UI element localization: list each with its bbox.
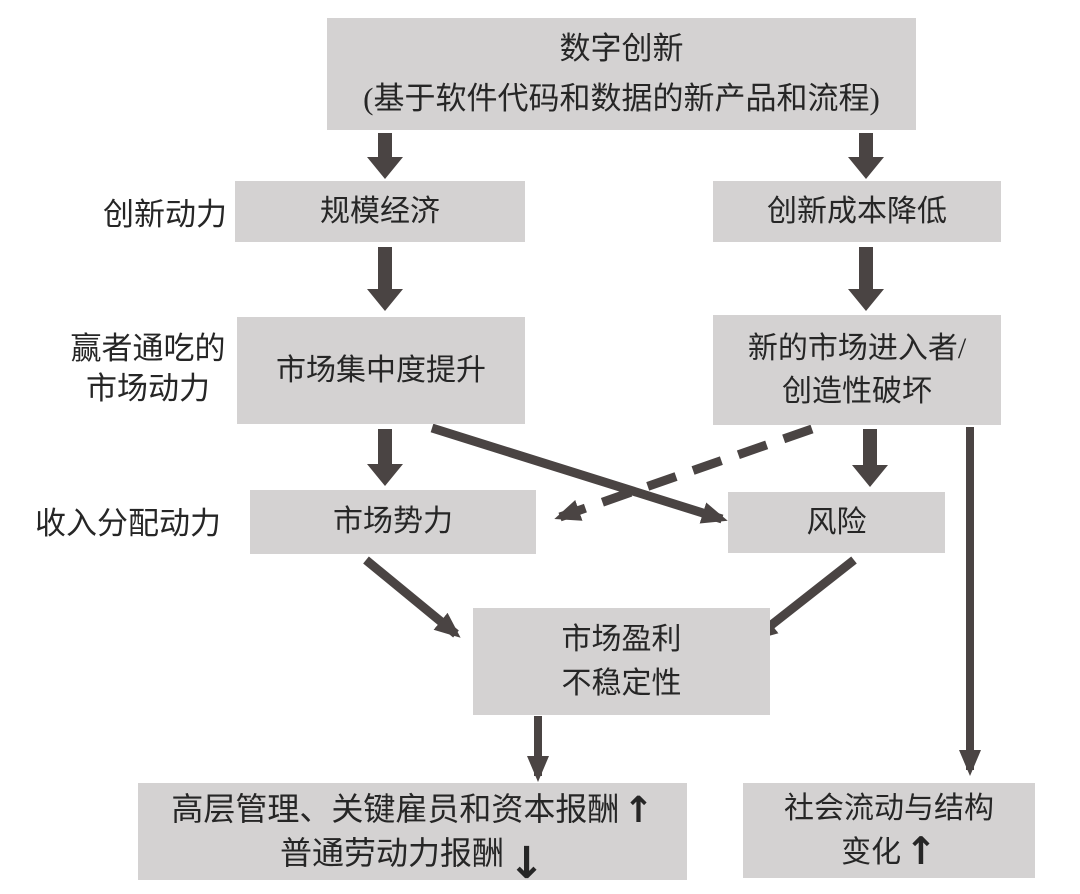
digital-innovation-subtitle: (基于软件代码和数据的新产品和流程): [363, 81, 880, 116]
box-digital-innovation: 数字创新 (基于软件代码和数据的新产品和流程): [327, 18, 916, 130]
profit-instability-line2: 不稳定性: [561, 666, 682, 700]
block-arrow-title-to-scale-icon: [367, 133, 403, 179]
row-label-innovation-drivers: 创新动力: [103, 197, 227, 232]
box-new-entrants: 新的市场进入者/ 创造性破坏: [713, 315, 1001, 425]
arrow-concentration-to-risk-icon: [430, 423, 728, 524]
block-arrow-title-to-cost-icon: [848, 133, 884, 179]
profit-instability-line1: 市场盈利: [561, 623, 682, 656]
row-label-income-distribution: 收入分配动力: [35, 506, 221, 541]
innovation-cost-label: 创新成本降低: [767, 194, 947, 228]
block-arrow-concentration-to-power-icon: [367, 429, 403, 486]
box-risk: 风险: [728, 492, 945, 553]
digital-innovation-title: 数字创新: [559, 31, 684, 67]
scale-economy-label: 规模经济: [320, 194, 440, 228]
market-power-label: 市场势力: [333, 505, 453, 539]
row-label-winner-take-all: 赢者通吃的 市场动力: [70, 331, 226, 406]
social-mobility-line1: 社会流动与结构: [784, 792, 994, 825]
social-mobility-line2: 变化↑: [841, 828, 937, 873]
returns-line2: 普通劳动力报酬↓: [280, 834, 545, 889]
arrow-risk-to-profit-icon: [751, 556, 857, 641]
arrow-power-to-profit-icon: [363, 556, 461, 638]
block-arrow-entrants-to-risk-icon: [852, 429, 888, 487]
new-entrants-line2: 创造性破坏: [782, 375, 932, 408]
box-market-concentration: 市场集中度提升: [237, 317, 525, 424]
market-concentration-label: 市场集中度提升: [276, 353, 486, 387]
returns-line1: 高层管理、关键雇员和资本报酬↑: [171, 790, 654, 832]
risk-label: 风险: [806, 505, 867, 539]
new-entrants-line1: 新的市场进入者/: [747, 331, 967, 365]
box-market-power: 市场势力: [250, 490, 536, 554]
box-profit-instability: 市场盈利 不稳定性: [473, 608, 770, 715]
box-innovation-cost: 创新成本降低: [713, 181, 1001, 242]
block-arrow-scale-to-concentration-icon: [367, 247, 403, 311]
block-arrow-cost-to-entrants-icon: [848, 247, 884, 311]
box-returns: 高层管理、关键雇员和资本报酬↑ 普通劳动力报酬↓: [138, 783, 687, 889]
box-scale-economy: 规模经济: [235, 181, 525, 242]
box-social-mobility: 社会流动与结构 变化↑: [743, 783, 1035, 878]
